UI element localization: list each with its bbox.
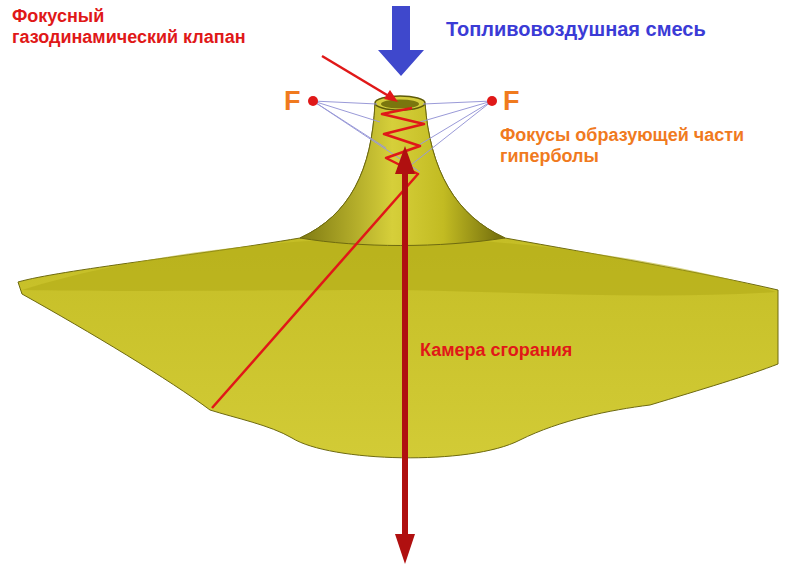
chamber-axis-head	[395, 146, 415, 174]
mixture-label: Топливовоздушная смесь	[446, 18, 786, 41]
chamber-label: Камера сгорания	[420, 340, 640, 361]
focus-point	[308, 96, 318, 106]
valve-leader-head	[384, 90, 398, 102]
chamber-axis-head	[395, 534, 415, 564]
valve-leader	[322, 56, 392, 98]
chamber-axis-arrow	[402, 168, 408, 540]
brim-upper-surface	[22, 238, 776, 295]
chamber-body	[18, 103, 778, 458]
valve-label: Фокусный газодинамический клапан	[12, 6, 262, 47]
neck-opening-inner	[381, 100, 419, 109]
inlet-arrow	[378, 6, 424, 76]
foci-label: Фокусы образующей части гиперболы	[500, 125, 770, 166]
focus-letter: F	[284, 86, 314, 117]
focus-point	[487, 96, 497, 106]
neck-opening	[375, 96, 425, 110]
reflected-ray	[212, 108, 424, 408]
focus-letter: F	[503, 86, 533, 117]
